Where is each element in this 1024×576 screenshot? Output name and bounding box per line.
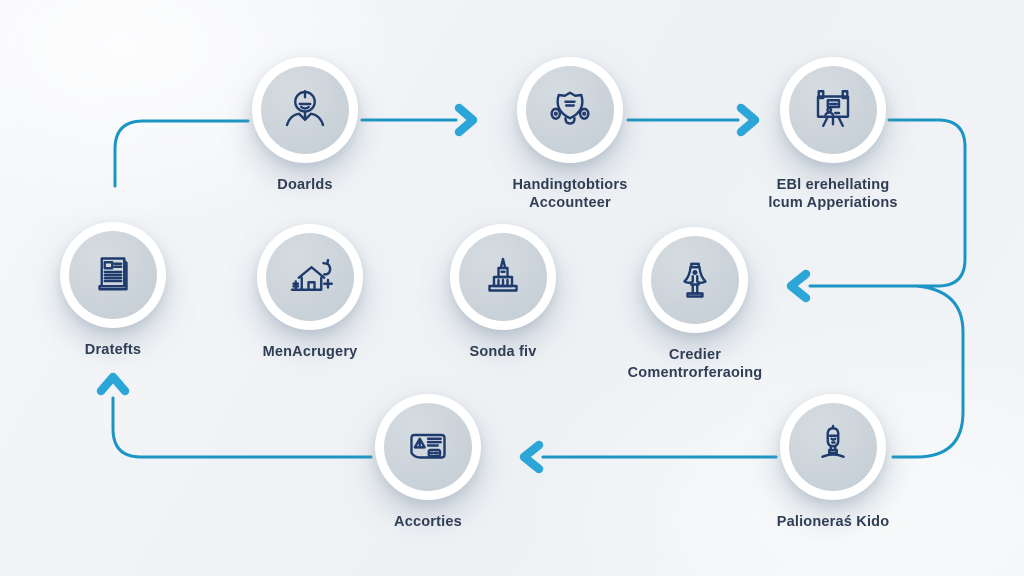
arrowhead-left-credier <box>786 269 811 303</box>
statue-icon <box>683 262 707 298</box>
diagram-node-accorties: Accorties <box>318 394 538 531</box>
arrowhead-right-2 <box>736 103 760 137</box>
person-profile-icon <box>285 90 325 127</box>
diagram-node-dratefts: Dratefts <box>3 222 223 359</box>
diagram-node-doarlds: Doarlds <box>195 57 415 194</box>
monument-icon <box>488 257 518 292</box>
house-plus-icon <box>290 258 333 291</box>
node-label: EBl erehellating lcum Apperiations <box>768 177 898 212</box>
node-label: Handingtobtiors Accounteer <box>512 177 628 212</box>
bust-icon <box>821 424 845 458</box>
node-label: Credier Comentrorferaoing <box>627 347 763 382</box>
arrowhead-right-1 <box>454 103 478 137</box>
diagram-node-sondafiv: Sonda fiv <box>393 224 613 361</box>
card-warning-icon <box>410 433 446 459</box>
node-label: Accorties <box>394 514 462 530</box>
newspaper-icon <box>98 257 128 291</box>
arrowhead-up-dratefts <box>96 372 130 396</box>
node-label: Sonda fiv <box>469 344 537 360</box>
diagram-node-ebl: EBl erehellating lcum Apperiations <box>723 57 943 212</box>
node-label: MenAcrugery <box>262 344 358 360</box>
node-label: Dratefts <box>84 342 142 358</box>
diagram-node-palioneras: Palioneraś Kido <box>723 394 943 531</box>
connector-accorties-dratefts <box>111 396 373 459</box>
connector-junction-palioneras <box>891 284 965 459</box>
connector-ebl-credier <box>808 118 967 288</box>
shield-wheels-icon <box>550 91 590 125</box>
presentation-board-icon <box>816 90 850 127</box>
node-label: Palioneraś Kido <box>776 514 890 530</box>
diagram-node-handingtobtiors: Handingtobtiors Accounteer <box>460 57 680 212</box>
connector-dratefts-doarlds <box>113 119 250 188</box>
node-label: Doarlds <box>277 177 333 193</box>
diagram-node-credier: Credier Comentrorferaoing <box>585 227 805 382</box>
diagram-node-menacrugery: MenAcrugery <box>200 224 420 361</box>
arrowhead-left-accorties <box>519 440 544 474</box>
